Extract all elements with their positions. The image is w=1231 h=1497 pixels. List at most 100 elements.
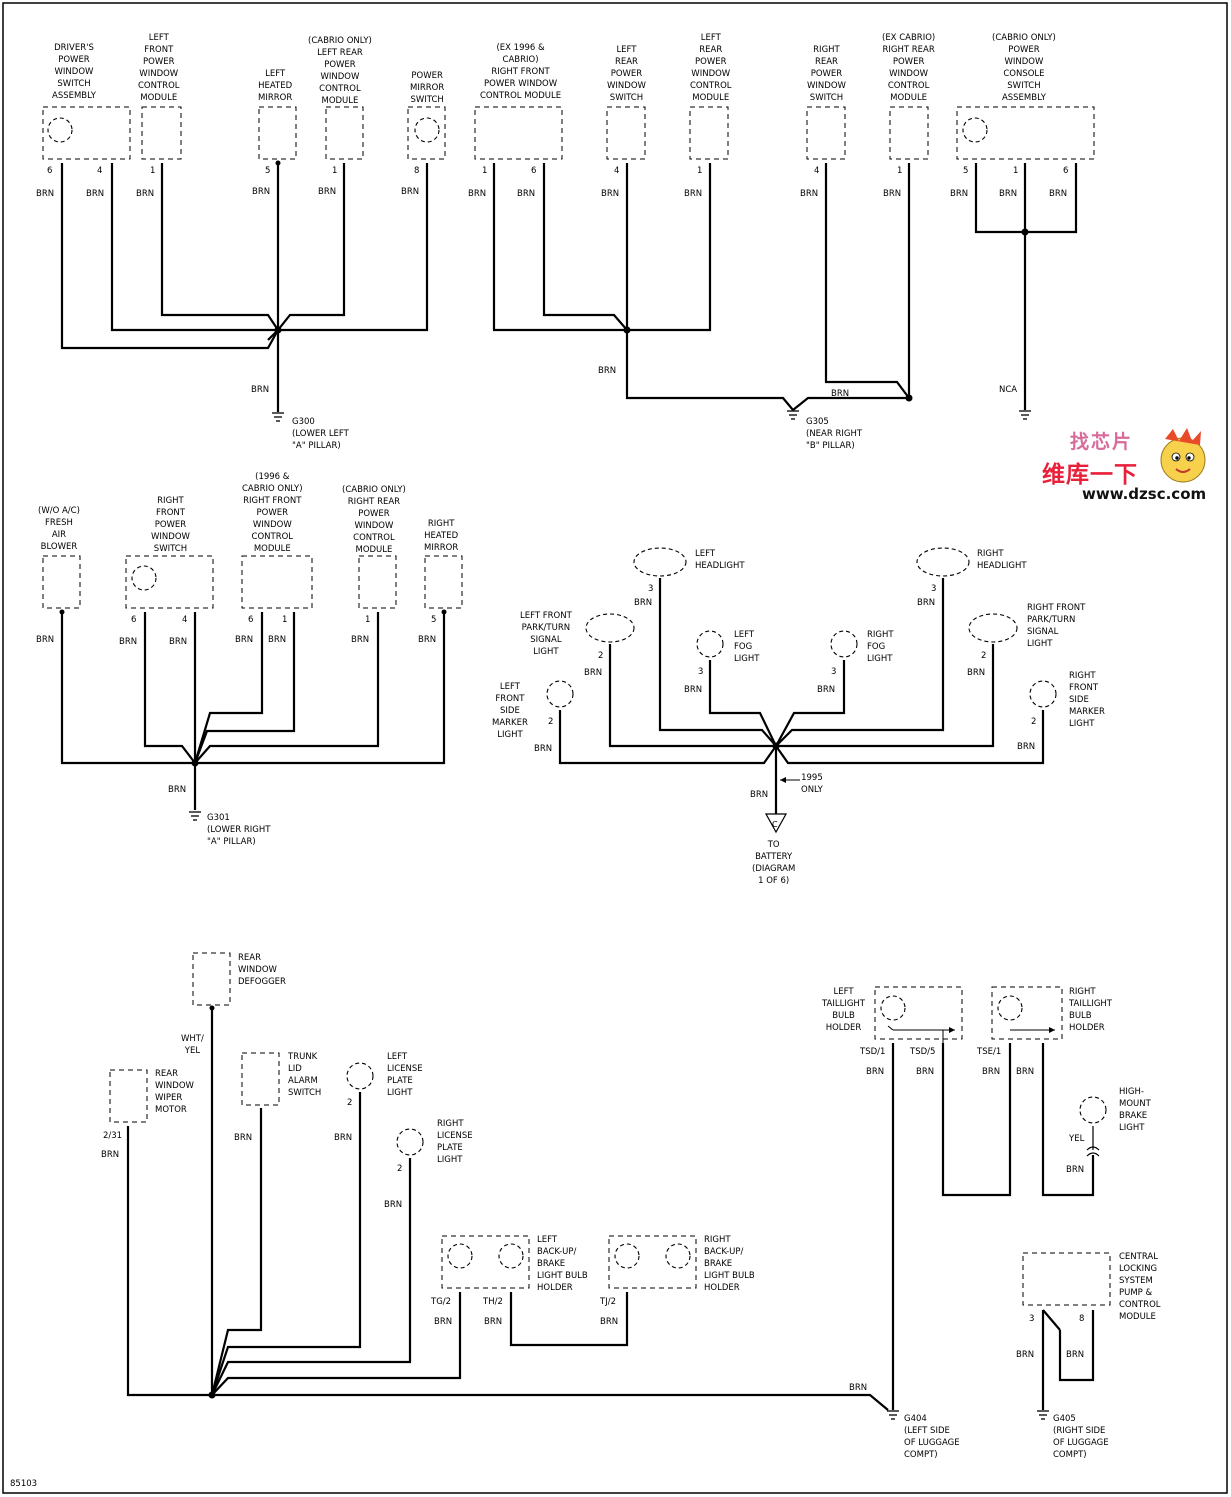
wire-wiper <box>126 1126 212 1397</box>
wire-color-label: BRN <box>684 685 703 695</box>
wire-trunk-alarm <box>210 1108 263 1396</box>
section-2 <box>42 555 463 821</box>
pin-label: 1 <box>150 166 156 176</box>
wire-right-fog <box>775 660 846 747</box>
wire-blower <box>60 612 195 765</box>
label-left-side-marker: LEFT FRONT SIDE MARKER LIGHT <box>492 682 528 740</box>
pin-label: 4 <box>97 166 103 176</box>
wire-g404-main <box>212 1393 889 1411</box>
wire-rf-control-1 <box>193 612 296 764</box>
wire-yel-label: YEL <box>1069 1134 1085 1144</box>
label-rr-control: (EX CABRIO) RIGHT REAR POWER WINDOW CONT… <box>882 33 936 103</box>
wire-g300-trunk <box>267 327 280 412</box>
wire-color-label: BRN <box>1066 1350 1085 1360</box>
ground-g404-label: G404 (LEFT SIDE OF LUGGAGE COMPT) <box>904 1414 960 1460</box>
pin-label: 6 <box>131 615 137 625</box>
wire-rf-module-6 <box>542 163 628 331</box>
wire-color-label: BRN <box>883 189 902 199</box>
wire-color-label: BRN <box>584 668 603 678</box>
pin-label: 2/31 <box>103 1131 123 1141</box>
wire-left-park <box>608 644 776 748</box>
label-left-headlight: LEFT HEADLIGHT <box>695 549 745 571</box>
pin-label: 2 <box>548 717 554 727</box>
drivers-switch-light-icon <box>47 117 73 143</box>
label-fresh-air-blower: (W/O A/C) FRESH AIR BLOWER <box>38 506 80 552</box>
section-1 <box>42 106 1095 422</box>
left-license-light-icon <box>346 1062 374 1090</box>
power-mirror-light-icon <box>414 117 440 143</box>
wire-color-label: BRN <box>600 1317 619 1327</box>
wire-color-label: BRN <box>982 1067 1001 1077</box>
wire-lock-8 <box>1058 1310 1095 1382</box>
wire-color-label: BRN <box>234 1133 253 1143</box>
rf-window-module-box <box>474 106 563 160</box>
left-heated-mirror-box <box>258 106 297 160</box>
ground-g305-label: G305 (NEAR RIGHT "B" PILLAR) <box>806 417 863 451</box>
pin-label: 3 <box>931 584 937 594</box>
wire-right-license <box>211 1158 412 1396</box>
wire-whtyel-label: WHT/ YEL <box>181 1034 204 1056</box>
pin-label: 6 <box>1063 166 1069 176</box>
pin-label: 1 <box>697 166 703 176</box>
lr-window-switch-box <box>606 106 646 160</box>
wire-tsd5-tse1 <box>941 1043 1012 1197</box>
wire-lock-3 <box>1041 1309 1061 1410</box>
wire-rf-switch-6 <box>143 612 196 764</box>
pin-label: 6 <box>531 166 537 176</box>
fresh-air-blower-box <box>42 555 81 609</box>
wire-color-label: BRN <box>101 1150 120 1160</box>
wire-right-headlight <box>775 578 945 747</box>
wire-color-label: BRN <box>950 189 969 199</box>
label-left-fog-light: LEFT FOG LIGHT <box>734 630 760 664</box>
wire-right-tail-hmbl <box>1041 1043 1095 1197</box>
label-defogger: REAR WINDOW DEFOGGER <box>238 953 286 987</box>
label-high-mount-brake: HIGH- MOUNT BRAKE LIGHT <box>1119 1087 1151 1133</box>
ground-nca-icon <box>1019 410 1031 420</box>
wire-color-label: BRN <box>169 637 188 647</box>
label-central-locking: CENTRAL LOCKING SYSTEM PUMP & CONTROL MO… <box>1119 1252 1161 1322</box>
pin-label: 3 <box>648 584 654 594</box>
wire-color-label: BRN <box>268 635 287 645</box>
label-mirror-switch: POWER MIRROR SWITCH <box>410 71 445 105</box>
wire-color-label: BRN <box>800 189 819 199</box>
rr-window-control-box <box>889 106 929 160</box>
wire-mirror-switch <box>278 163 429 332</box>
wire-rf-control-6 <box>193 612 264 764</box>
power-mirror-switch-box <box>407 106 446 160</box>
wire-color-label: BRN <box>484 1317 503 1327</box>
left-backup-box <box>441 1235 530 1289</box>
wire-lr-module <box>277 163 346 331</box>
wire-backup-th2-tj2 <box>509 1292 629 1347</box>
wire-g305-left <box>625 330 794 411</box>
label-right-fog-light: RIGHT FOG LIGHT <box>867 630 894 664</box>
pin-label: 6 <box>248 615 254 625</box>
ground-g405-icon <box>1037 1410 1049 1420</box>
wire-color-label: BRN <box>917 598 936 608</box>
wire-color-label: BRN <box>468 189 487 199</box>
label-rf-window-control: (1996 & CABRIO ONLY) RIGHT FRONT POWER W… <box>242 472 303 554</box>
left-side-marker-icon <box>546 680 574 708</box>
wire-rf-module-1 <box>492 163 627 332</box>
wire-color-label: BRN <box>634 598 653 608</box>
ground-g300-label: G300 (LOWER LEFT "A" PILLAR) <box>292 417 349 451</box>
right-headlight-icon <box>916 547 970 577</box>
label-right-headlight: RIGHT HEADLIGHT <box>977 549 1027 571</box>
label-rf-window-switch: RIGHT FRONT POWER WINDOW SWITCH <box>151 496 190 554</box>
pin-label: 8 <box>1079 1314 1085 1324</box>
label-left-mirror: LEFT HEATED MIRROR <box>258 69 293 103</box>
pin-label: 5 <box>265 166 271 176</box>
logo-main-text: 维库一下 <box>1042 462 1138 488</box>
pin-label: 4 <box>614 166 620 176</box>
logo-top-text: 找芯片 <box>1070 431 1134 453</box>
label-console-switch: (CABRIO ONLY) POWER WINDOW CONSOLE SWITC… <box>992 33 1056 103</box>
to-battery-label[interactable]: TO BATTERY (DIAGRAM 1 OF 6) <box>752 840 796 886</box>
pin-label: 1 <box>482 166 488 176</box>
console-switch-box <box>956 106 1095 160</box>
wire-left-headlight <box>658 578 777 747</box>
wire-color-label: BRN <box>999 189 1018 199</box>
wire-color-label: BRN <box>1016 1350 1035 1360</box>
ground-g300-icon <box>272 412 284 422</box>
logo-url[interactable]: www.dzsc.com <box>1082 485 1207 503</box>
label-left-taillight: LEFT TAILLIGHT BULB HOLDER <box>822 987 866 1033</box>
